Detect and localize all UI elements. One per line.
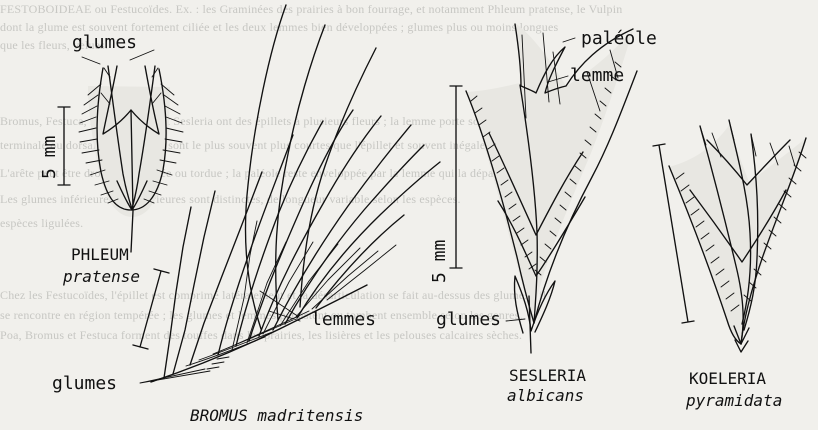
bromus-left-awn-1 (164, 207, 191, 378)
koeleria-pyramidata-drawing (653, 120, 806, 352)
bromus-spikelet-lines (232, 221, 396, 350)
phleum-glumes-label: glumes (72, 34, 137, 52)
sesleria-lemme-label: lemme (570, 67, 624, 85)
bromus-glume-tip (207, 357, 229, 369)
bromus-name-label: BROMUS madritensis (190, 407, 363, 425)
bromus-long-awn-c (249, 110, 353, 341)
sesleria-scale-label: 5 mm (429, 240, 450, 283)
sesleria-species-label: albicans (507, 387, 584, 405)
sesleria-scale-bar (450, 86, 462, 268)
koeleria-species-label: pyramidata (686, 392, 782, 410)
bromus-lemmes-label: lemmes (311, 311, 376, 329)
phleum-species-label: pratense (63, 268, 140, 286)
koeleria-genus-label: KOELERIA (689, 370, 766, 388)
bromus-top-awn-1 (246, 5, 286, 329)
phleum-scale-label: 5 mm (39, 136, 60, 179)
bromus-left-awn-2 (173, 191, 215, 374)
phleum-genus-label: PHLEUM (71, 246, 129, 264)
bromus-madritensis-drawing (133, 5, 440, 383)
phleum-pratense-drawing (58, 50, 183, 252)
bromus-long-awn-b (236, 121, 323, 346)
bromus-long-awn-e (273, 125, 411, 330)
bromus-glumes-label: glumes (52, 375, 117, 393)
sesleria-glumes-label: glumes (436, 311, 501, 329)
bromus-lemma-lines (186, 311, 309, 366)
sesleria-genus-label: SESLERIA (509, 367, 586, 385)
bromus-glumes-leader (140, 369, 210, 383)
sesleria-paleole-label: paléole (581, 30, 657, 48)
bromus-long-awn-h (316, 215, 404, 308)
